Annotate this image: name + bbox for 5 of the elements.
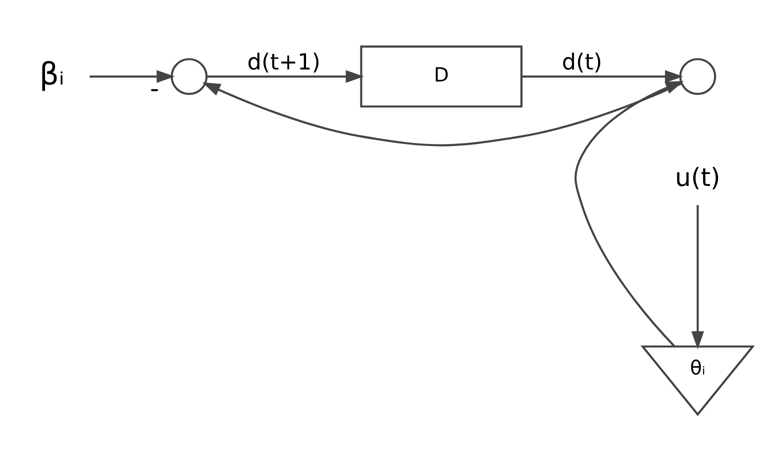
edge-label: d(t+1) [247, 48, 320, 75]
edge-label: d(t) [562, 48, 602, 75]
edge-label: - [150, 73, 160, 102]
node-text: u(t) [675, 162, 720, 192]
node-text: βᵢ [39, 56, 64, 92]
